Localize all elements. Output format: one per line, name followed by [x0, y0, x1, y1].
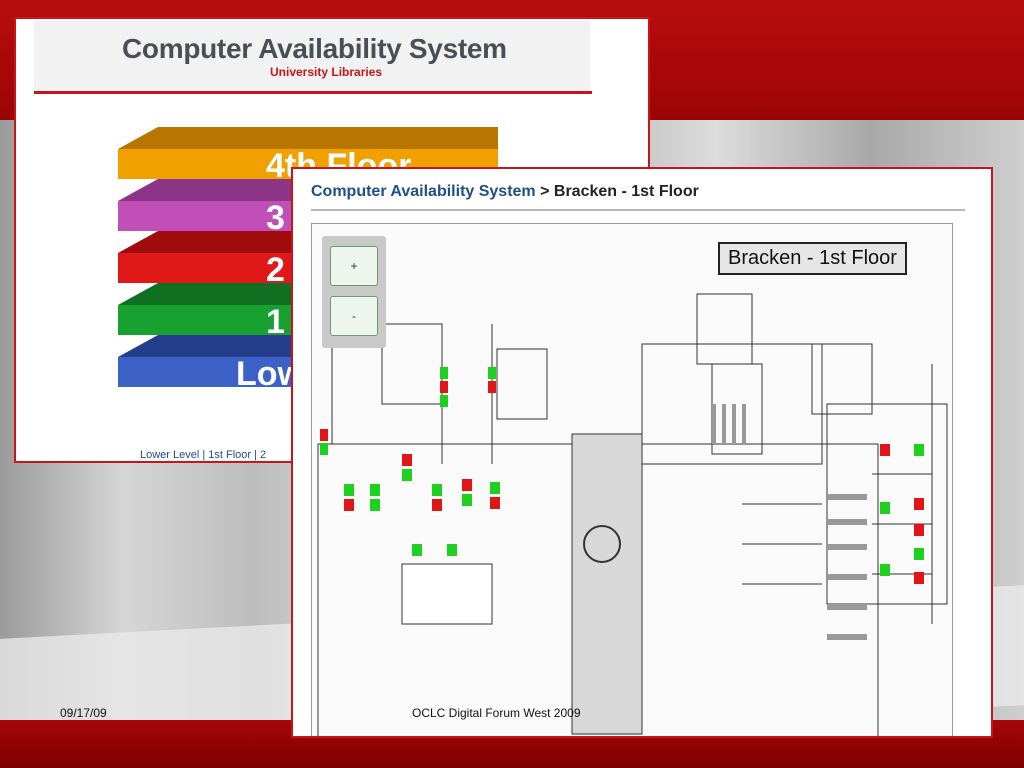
app-header: Computer Availability System University … [34, 21, 590, 93]
floor-label-2: 2 [266, 251, 285, 289]
floor-plan [317, 293, 948, 736]
spiral-stair-icon [583, 525, 621, 563]
header-divider [34, 91, 592, 94]
computer-stations [320, 367, 924, 584]
breadcrumb-current: > Bracken - 1st Floor [535, 183, 699, 200]
breadcrumb: Computer Availability System > Bracken -… [311, 183, 699, 201]
zoom-in-button[interactable]: + [330, 246, 378, 286]
slide-footer-conference: OCLC Digital Forum West 2009 [412, 706, 581, 720]
floor-plan-walls [317, 293, 948, 736]
floor-label-1: 1 [266, 303, 285, 341]
floor-map[interactable]: + - Bracken - 1st Floor [311, 223, 953, 736]
floor-label-3: 3 [266, 199, 285, 237]
slide-date: 09/17/09 [60, 706, 107, 720]
breadcrumb-home-link[interactable]: Computer Availability System [311, 183, 536, 200]
bookshelves [712, 404, 867, 640]
app-subtitle: University Libraries [270, 65, 383, 79]
floor-links[interactable]: Lower Level | 1st Floor | 2 [140, 449, 267, 461]
zoom-controls: + - [322, 236, 386, 348]
map-title: Bracken - 1st Floor [718, 242, 907, 275]
floor-map-screenshot: Computer Availability System > Bracken -… [291, 167, 993, 738]
breadcrumb-divider [311, 209, 965, 211]
app-title: Computer Availability System [122, 33, 507, 64]
zoom-out-button[interactable]: - [330, 296, 378, 336]
